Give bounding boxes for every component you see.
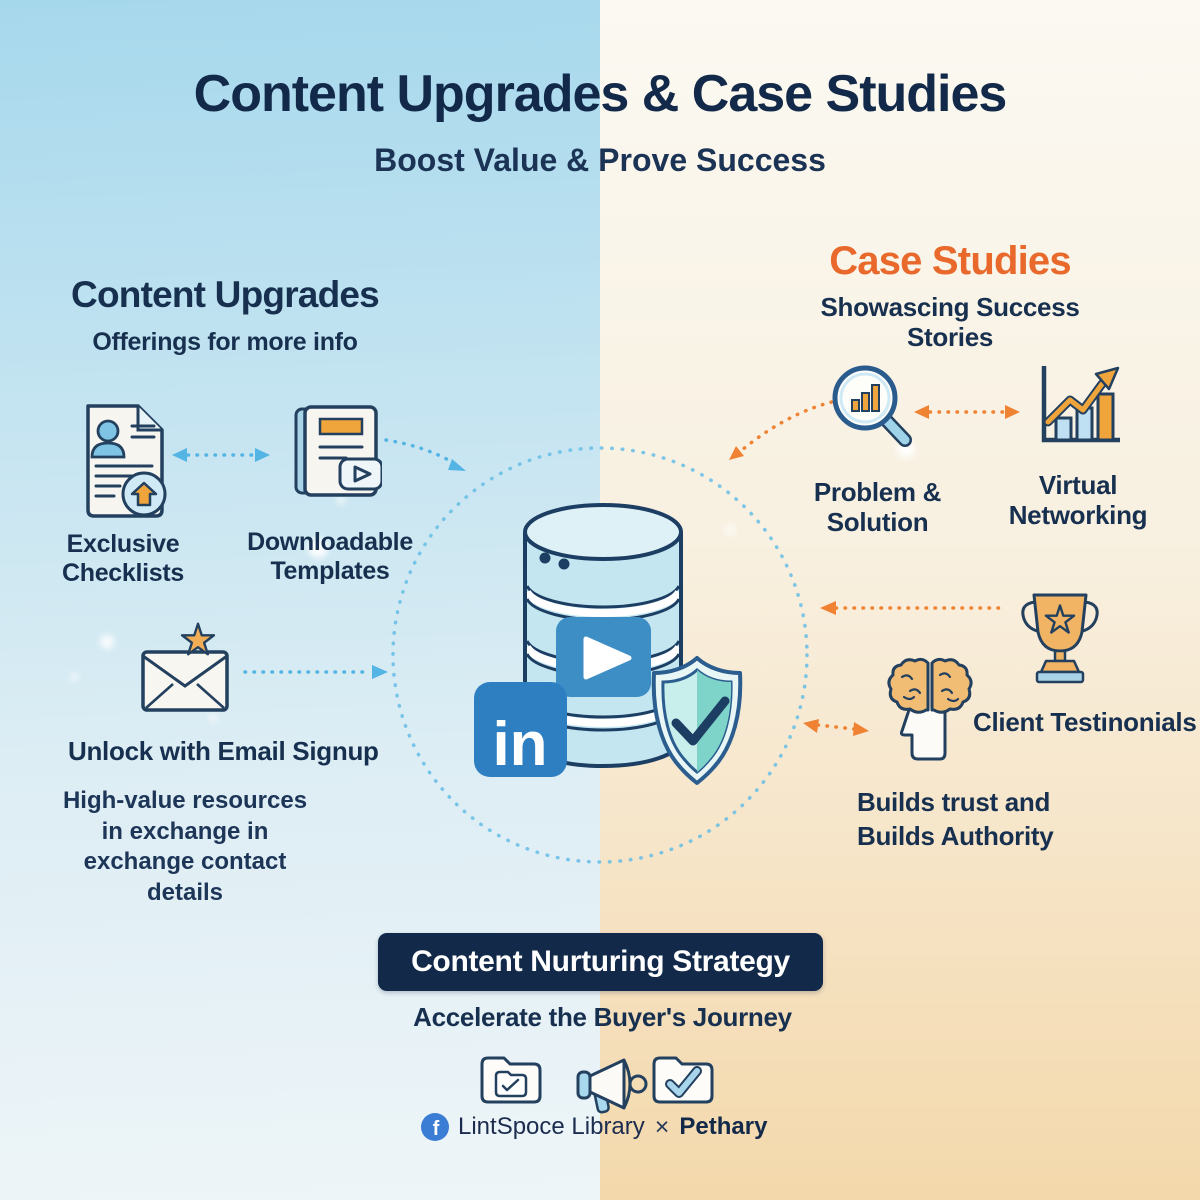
folder-check-icon (480, 1056, 542, 1104)
shield-check-icon (651, 656, 743, 785)
folder-check-big-icon (652, 1056, 714, 1104)
left-description: High-value resources in exchange in exch… (62, 787, 308, 907)
document-upload-icon (86, 404, 167, 518)
orange-dotted-arrows (740, 395, 1006, 731)
video-play-icon (556, 617, 651, 697)
label-builds-trust-authority: Builds trust and Builds Authority (857, 787, 1054, 851)
brand-right: Pethary (679, 1113, 768, 1140)
brand-left: LintSpoce Library (458, 1113, 645, 1140)
strategy-banner: Content Nurturing Strategy (378, 933, 823, 991)
linkedin-text: in (492, 710, 547, 779)
brand-separator: × (654, 1112, 670, 1141)
label-downloadable-templates: Downloadable Templates (247, 528, 413, 585)
growth-chart-icon (1041, 366, 1120, 443)
email-star-icon (141, 622, 229, 712)
page-title: Content Upgrades & Case Studies (193, 65, 1008, 123)
orange-arrowheads (729, 405, 1020, 736)
book-video-template-icon (294, 405, 382, 497)
facebook-icon: f (421, 1113, 449, 1141)
label-virtual-networking: Virtual Networking (1008, 470, 1148, 531)
left-section-title: Content Upgrades (71, 274, 380, 315)
right-section-title: Case Studies (829, 239, 1071, 283)
blue-arrowheads (172, 448, 466, 679)
brain-head-icon (887, 657, 973, 761)
megaphone-icon (576, 1058, 648, 1114)
center-hub: in (474, 503, 743, 785)
right-background (600, 0, 1200, 1200)
linkedin-icon: in (474, 682, 567, 779)
left-background (0, 0, 600, 1200)
footer-brand-row: f LintSpoce Library × Pethary (420, 1112, 800, 1142)
blue-dotted-arrows (186, 438, 454, 674)
trophy-icon (1021, 593, 1099, 684)
magnifier-analytics-icon (832, 365, 912, 447)
page-subtitle: Boost Value & Prove Success (374, 142, 826, 178)
facebook-letter: f (433, 1118, 440, 1140)
strategy-tagline: Accelerate the Buyer's Journey (413, 1002, 792, 1032)
left-section-subtitle: Offerings for more info (92, 328, 358, 356)
right-section-subtitle: Showascing Success Stories (820, 292, 1080, 353)
strategy-banner-label: Content Nurturing Strategy (411, 945, 790, 978)
label-unlock-email-signup: Unlock with Email Signup (68, 736, 379, 766)
label-client-testimonials: Client Testinonials (973, 707, 1197, 737)
label-exclusive-checklists: Exclusive Checklists (61, 530, 185, 587)
dotted-cycle-circle (391, 446, 809, 864)
label-problem-solution: Problem & Solution (813, 477, 942, 538)
